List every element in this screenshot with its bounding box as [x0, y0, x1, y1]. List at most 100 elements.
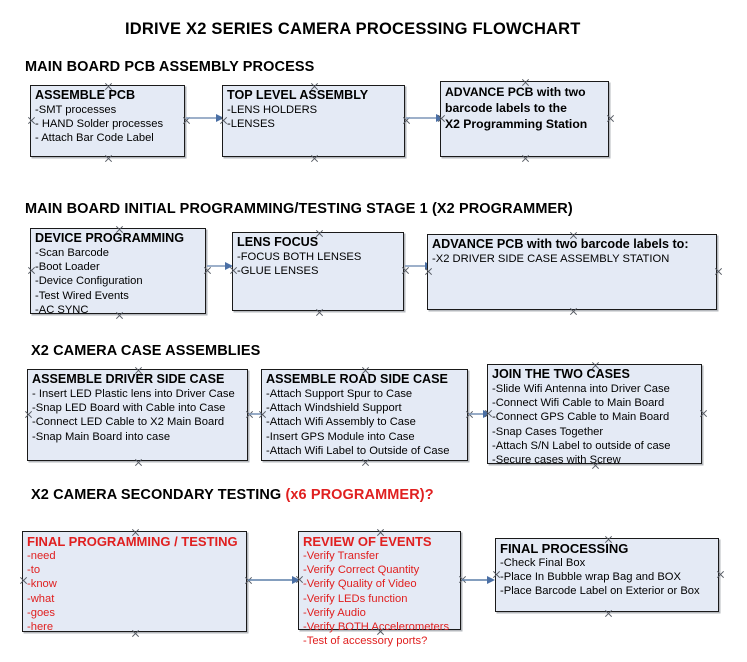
- resize-handle-bottom[interactable]: [310, 154, 319, 163]
- flow-box-line: -AC SYNC: [35, 303, 89, 316]
- section-heading-note: (x6 PROGRAMMER)?: [285, 487, 434, 503]
- flow-box-line: -to: [27, 564, 41, 577]
- flow-box-line: -Scan Barcode: [35, 247, 110, 259]
- flow-box-heading: ADVANCE PCB with two barcode labels to:: [432, 237, 689, 251]
- flow-box-line: -Test Wired Events: [35, 289, 129, 302]
- flow-box-line: - Attach Bar Code Label: [35, 132, 154, 145]
- flow-box-final-programming-testing[interactable]: FINAL PROGRAMMING / TESTING -need -to -k…: [22, 531, 247, 634]
- section-heading-text: MAIN BOARD PCB ASSEMBLY PROCESS: [25, 59, 315, 75]
- flow-box-heading: DEVICE PROGRAMMING: [35, 231, 185, 245]
- flow-box-advance-pcb-to-driver-side-case[interactable]: ADVANCE PCB with two barcode labels to: …: [427, 234, 717, 310]
- resize-handle-bottom[interactable]: [134, 458, 143, 467]
- flow-box-line: -Place Barcode Label on Exterior or Box: [500, 585, 700, 598]
- flow-box-line: -Attach Wifi Label to Outside of Case: [266, 444, 450, 457]
- flow-box-review-of-events[interactable]: REVIEW OF EVENTS -Verify Transfer -Verif…: [298, 531, 461, 647]
- flow-box-line: -Attach S/N Label to outside of case: [492, 439, 671, 452]
- flow-box-heading: TOP LEVEL ASSEMBLY: [227, 88, 369, 102]
- flow-box-line: -what: [27, 592, 55, 605]
- flow-box-heading: REVIEW OF EVENTS: [303, 534, 432, 549]
- section-heading-text: MAIN BOARD INITIAL PROGRAMMING/TESTING S…: [25, 201, 573, 217]
- section-heading-x2-camera-case-assemblies: X2 CAMERA CASE ASSEMBLIES: [31, 343, 260, 359]
- flow-box-line: -X2 DRIVER SIDE CASE ASSEMBLY STATION: [432, 253, 670, 265]
- flow-box-heading: FINAL PROGRAMMING / TESTING: [27, 534, 238, 549]
- flow-box-top-level-assembly[interactable]: TOP LEVEL ASSEMBLY -LENS HOLDERS -LENSES: [222, 85, 405, 157]
- flow-box-content: ADVANCE PCB with two barcode labels to: …: [428, 235, 716, 266]
- flow-box-line: -Verify Correct Quantity: [303, 564, 420, 577]
- flow-box-assemble-road-side-case[interactable]: ASSEMBLE ROAD SIDE CASE -Attach Support …: [261, 369, 468, 461]
- flow-box-device-programming[interactable]: DEVICE PROGRAMMING -Scan Barcode -Boot L…: [30, 228, 206, 317]
- flow-box-final-processing[interactable]: FINAL PROCESSING -Check Final Box -Place…: [495, 538, 719, 612]
- arrow-device-programming-to-lens-focus: [207, 262, 233, 270]
- flow-box-line: -Attach Windshield Support: [266, 402, 402, 415]
- flow-box-line: -Attach Support Spur to Case: [266, 388, 413, 400]
- flow-box-lens-focus[interactable]: LENS FOCUS -FOCUS BOTH LENSES -GLUE LENS…: [232, 232, 404, 311]
- flow-box-line: -Verify LEDs function: [303, 592, 408, 605]
- flow-box-content: JOIN THE TWO CASES -Slide Wifi Antenna i…: [488, 365, 701, 467]
- flow-box-line: -Place In Bubble wrap Bag and BOX: [500, 571, 681, 584]
- page-title: IDRIVE X2 SERIES CAMERA PROCESSING FLOWC…: [125, 20, 581, 38]
- resize-handle-bottom[interactable]: [361, 458, 370, 467]
- flow-box-line: -SMT processes: [35, 104, 117, 116]
- flow-box-line: - Insert LED Plastic lens into Driver Ca…: [32, 388, 235, 400]
- flow-box-line: -Verify Quality of Video: [303, 578, 417, 591]
- flow-box-line: -Secure cases with Screw: [492, 454, 621, 467]
- flow-box-content: ADVANCE PCB with two barcode labels to t…: [441, 82, 608, 132]
- section-heading-x2-camera-secondary-testing: X2 CAMERA SECONDARY TESTING (x6 PROGRAMM…: [31, 487, 434, 503]
- flow-box-line: -LENS HOLDERS: [227, 104, 318, 116]
- flow-box-assemble-driver-side-case[interactable]: ASSEMBLE DRIVER SIDE CASE - Insert LED P…: [27, 369, 248, 461]
- flow-box-line: -Verify Audio: [303, 606, 366, 619]
- resize-handle-bottom[interactable]: [315, 308, 324, 317]
- flow-box-content: FINAL PROCESSING -Check Final Box -Place…: [496, 539, 718, 599]
- flow-box-line: -LENSES: [227, 118, 275, 131]
- resize-handle-bottom[interactable]: [604, 609, 613, 618]
- flow-box-join-the-two-cases[interactable]: JOIN THE TWO CASES -Slide Wifi Antenna i…: [487, 364, 702, 467]
- section-heading-text: X2 CAMERA SECONDARY TESTING: [31, 487, 286, 503]
- flow-box-heading: ASSEMBLE ROAD SIDE CASE: [266, 372, 448, 386]
- resize-handle-bottom[interactable]: [569, 307, 578, 316]
- flow-box-heading: JOIN THE TWO CASES: [492, 367, 630, 381]
- flow-box-line: -Attach Wifi Assembly to Case: [266, 416, 416, 429]
- flow-box-line: -GLUE LENSES: [237, 265, 319, 278]
- flow-box-line: -Verify Transfer: [303, 550, 379, 562]
- flow-box-line: -Snap LED Board with Cable into Case: [32, 402, 226, 415]
- resize-handle-bottom[interactable]: [104, 154, 113, 163]
- arrow-review-of-events-to-final-processing: [462, 576, 495, 584]
- flow-box-heading: ASSEMBLE PCB: [35, 88, 136, 102]
- flow-box-line: -need: [27, 550, 56, 562]
- flow-box-content: ASSEMBLE DRIVER SIDE CASE - Insert LED P…: [28, 370, 247, 444]
- flow-box-line: -know: [27, 578, 57, 591]
- flow-box-advance-pcb-to-programming-station[interactable]: ADVANCE PCB with two barcode labels to t…: [440, 81, 609, 157]
- flow-box-line: - HAND Solder processes: [35, 118, 164, 131]
- flow-box-line: -Device Configuration: [35, 275, 143, 288]
- flow-box-content: FINAL PROGRAMMING / TESTING -need -to -k…: [23, 532, 246, 634]
- flow-box-line-overflow: -Test of accessory ports?: [303, 635, 428, 648]
- flow-box-line: -Verify BOTH Accelerometers: [303, 621, 450, 634]
- flow-box-line: -Boot Loader: [35, 261, 100, 274]
- flow-box-line: -Connect Wifi Cable to Main Board: [492, 397, 665, 410]
- flow-box-content: DEVICE PROGRAMMING -Scan Barcode -Boot L…: [31, 229, 205, 317]
- flow-box-line: barcode labels to the: [445, 101, 567, 115]
- flow-box-assemble-pcb[interactable]: ASSEMBLE PCB -SMT processes - HAND Solde…: [30, 85, 185, 157]
- flow-box-content: REVIEW OF EVENTS -Verify Transfer -Verif…: [299, 532, 460, 648]
- flow-box-line: -Snap Main Board into case: [32, 430, 171, 443]
- arrow-final-programming-to-review-of-events: [248, 576, 300, 584]
- flow-box-line: -Check Final Box: [500, 557, 586, 569]
- flow-box-line: -Snap Cases Together: [492, 425, 604, 438]
- flow-box-line: X2 Programming Station: [445, 117, 588, 131]
- flow-box-line: -Connect GPS Cable to Main Board: [492, 411, 670, 424]
- resize-handle-bottom[interactable]: [521, 154, 530, 163]
- flow-box-line: -Connect LED Cable to X2 Main Board: [32, 416, 225, 429]
- flow-box-heading: LENS FOCUS: [237, 235, 319, 249]
- arrow-assemble-pcb-to-top-level: [186, 114, 224, 122]
- flow-box-line: -Insert GPS Module into Case: [266, 430, 415, 443]
- flow-box-heading: ADVANCE PCB with two: [445, 85, 586, 99]
- flow-box-line: -here: [27, 621, 54, 634]
- flow-box-line: -goes: [27, 606, 55, 619]
- flow-box-line: -Slide Wifi Antenna into Driver Case: [492, 383, 670, 395]
- flow-box-line: -FOCUS BOTH LENSES: [237, 251, 362, 263]
- flow-box-content: ASSEMBLE PCB -SMT processes - HAND Solde…: [31, 86, 184, 146]
- flow-box-content: ASSEMBLE ROAD SIDE CASE -Attach Support …: [262, 370, 467, 458]
- flow-box-content: TOP LEVEL ASSEMBLY -LENS HOLDERS -LENSES: [223, 86, 404, 131]
- resize-handle-right[interactable]: [714, 267, 723, 276]
